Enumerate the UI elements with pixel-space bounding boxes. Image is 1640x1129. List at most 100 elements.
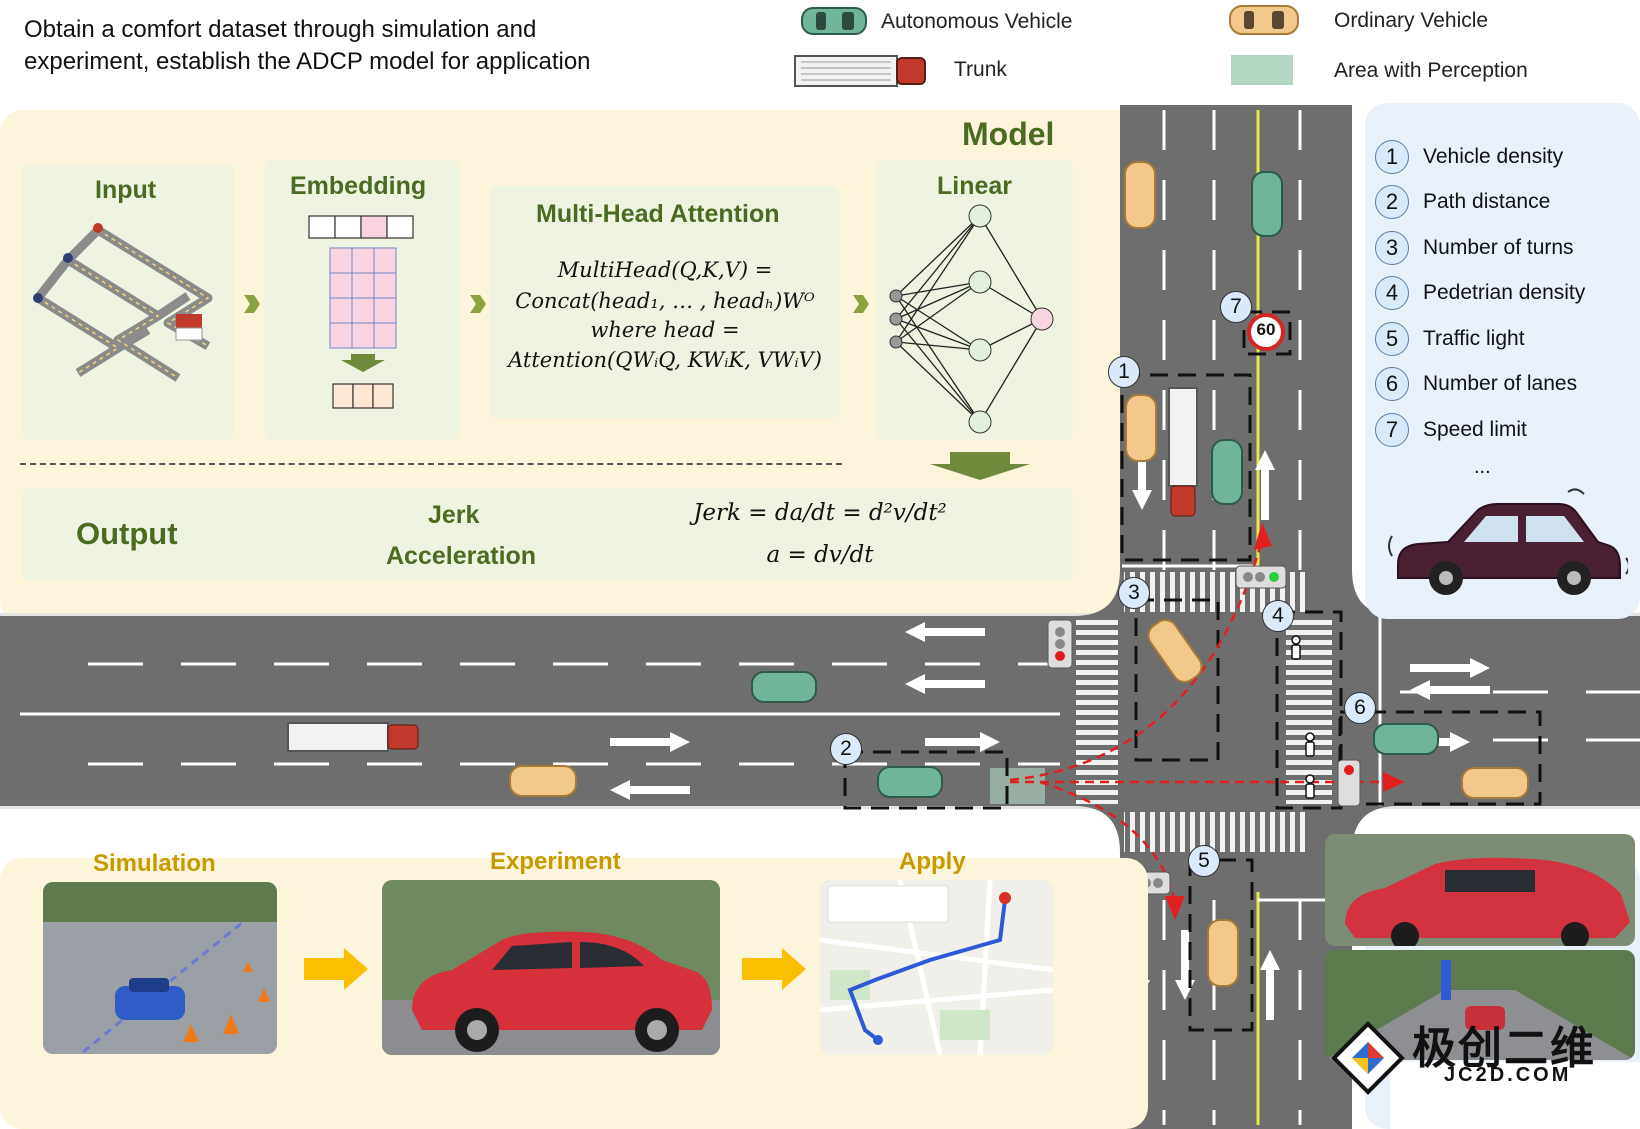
- factor-label: Pedetrian density: [1423, 281, 1586, 304]
- multi-head-attention-box: [490, 186, 840, 418]
- autonomous-vehicle-icon: [877, 766, 943, 798]
- marker-4: 4: [1262, 600, 1294, 632]
- mha-formula-line-1: MultiHead(Q,K,V) =: [557, 258, 773, 282]
- ordinary-vehicle-icon: [1207, 919, 1239, 987]
- factor-label: Number of lanes: [1423, 372, 1578, 395]
- watermark-text: 极创二维: [1412, 1024, 1596, 1073]
- ordinary-vehicle-icon: [1124, 161, 1156, 229]
- input-label: Input: [95, 176, 157, 204]
- mha-formula-line-2: Concat(head₁, … , headₕ)Wᴼ: [515, 289, 815, 313]
- factor-item: 2 Path distance: [1375, 182, 1550, 222]
- marker-5: 5: [1188, 845, 1220, 877]
- marker-3: 3: [1118, 577, 1150, 609]
- autonomous-vehicle-legend-icon: [801, 7, 867, 35]
- factor-number: 2: [1375, 185, 1409, 219]
- watermark-logo-icon: [1331, 1021, 1405, 1095]
- ordinary-vehicle-icon: [509, 765, 577, 797]
- factor-6-region: [1338, 710, 1542, 806]
- output-box: [22, 488, 1073, 580]
- factor-4-region: [1275, 610, 1343, 810]
- jerk-label: Jerk: [428, 501, 480, 529]
- ordinary-vehicle-legend-icon: [1229, 5, 1299, 35]
- truck-legend-icon: [794, 55, 926, 87]
- apply-map-screenshot: [820, 880, 1053, 1055]
- linear-label: Linear: [937, 172, 1013, 200]
- factor-number: 7: [1375, 413, 1409, 447]
- road-test-photo: [1325, 950, 1635, 1060]
- simulation-image: [43, 882, 277, 1054]
- acceleration-label: Acceleration: [386, 542, 537, 570]
- factor-item: 3 Number of turns: [1375, 228, 1574, 268]
- watermark-subtext: JC2D.COM: [1444, 1064, 1572, 1086]
- arrow-right-icon: [853, 295, 869, 313]
- factor-label: Path distance: [1423, 190, 1551, 213]
- mha-formula-line-3: where head =: [590, 318, 740, 342]
- factor-7-region: [1242, 310, 1292, 356]
- arrow-right-icon: [244, 295, 260, 313]
- factor-1-region: [1120, 373, 1252, 562]
- apply-label: Apply: [899, 848, 966, 875]
- embedding-label: Embedding: [290, 172, 427, 200]
- legend-ordinary-vehicle: Ordinary Vehicle: [1334, 9, 1489, 32]
- truck-icon: [1168, 387, 1198, 517]
- legend-autonomous-vehicle: Autonomous Vehicle: [881, 10, 1073, 33]
- title-line-2: experiment, establish the ADCP model for…: [24, 48, 591, 75]
- acceleration-formula: a = dv/dt: [766, 542, 874, 568]
- embedding-matrix-icon: [308, 215, 414, 409]
- arrow-right-icon: [304, 948, 368, 990]
- experiment-photo: [382, 880, 720, 1055]
- speed-limit-sign-icon: [1247, 313, 1285, 351]
- factor-number: 1: [1375, 140, 1409, 174]
- factor-number: 5: [1375, 322, 1409, 356]
- connected-car-icon: [1388, 488, 1628, 595]
- mha-label: Multi-Head Attention: [536, 200, 780, 228]
- factor-item: 6 Number of lanes: [1375, 364, 1577, 404]
- factor-item: 5 Traffic light: [1375, 319, 1525, 359]
- arrow-right-icon: [742, 948, 806, 990]
- arrow-right-icon: [470, 295, 486, 313]
- factor-number: 3: [1375, 231, 1409, 265]
- marker-7: 7: [1220, 291, 1252, 323]
- ordinary-vehicle-icon: [1461, 767, 1529, 799]
- factor-item: 4 Pedetrian density: [1375, 273, 1585, 313]
- marker-6: 6: [1344, 692, 1376, 724]
- factor-2-region: [843, 750, 1009, 810]
- factor-5-region: [1188, 858, 1254, 1032]
- factor-item: 7 Speed limit: [1375, 410, 1527, 450]
- jerk-formula: Jerk = da/dt = d²v/dt²: [693, 500, 947, 526]
- autonomous-vehicle-icon: [1373, 723, 1439, 755]
- mha-formula-line-4: Attention(QWᵢQ, KWᵢK, VWᵢV): [508, 348, 822, 372]
- factor-label: Speed limit: [1423, 418, 1527, 441]
- marker-1: 1: [1108, 356, 1140, 388]
- legend-trunk: Trunk: [954, 58, 1007, 81]
- neural-network-icon: [889, 204, 1054, 434]
- output-label: Output: [76, 516, 178, 551]
- ordinary-vehicle-icon: [1147, 619, 1203, 683]
- road-network-icon: [33, 223, 213, 382]
- factor-number: 4: [1375, 276, 1409, 310]
- marker-2: 2: [830, 733, 862, 765]
- legend-area-with-perception: Area with Perception: [1334, 59, 1528, 82]
- watermark: [1390, 1062, 1640, 1129]
- model-title: Model: [962, 116, 1055, 152]
- test-vehicle-photo: [1325, 834, 1635, 946]
- perception-area-legend-swatch: [1231, 55, 1293, 85]
- factor-number: 6: [1375, 367, 1409, 401]
- truck-icon: [287, 722, 419, 752]
- experiment-label: Experiment: [490, 848, 621, 875]
- factor-label: Vehicle density: [1423, 145, 1564, 168]
- factor-3-region: [1134, 598, 1220, 762]
- autonomous-vehicle-icon: [1211, 439, 1243, 505]
- title-line-1: Obtain a comfort dataset through simulat…: [24, 16, 537, 43]
- simulation-label: Simulation: [93, 850, 216, 877]
- autonomous-vehicle-icon: [1251, 171, 1283, 237]
- figure-title: Obtain a comfort dataset through simulat…: [24, 14, 724, 78]
- autonomous-vehicle-icon: [751, 671, 817, 703]
- factor-label: Number of turns: [1423, 236, 1574, 259]
- factors-more: ...: [1474, 456, 1491, 478]
- section-divider: [20, 463, 842, 465]
- ordinary-vehicle-icon: [1125, 394, 1157, 462]
- speed-limit-value: 60: [1256, 320, 1276, 339]
- arrow-down-icon: [930, 452, 1030, 480]
